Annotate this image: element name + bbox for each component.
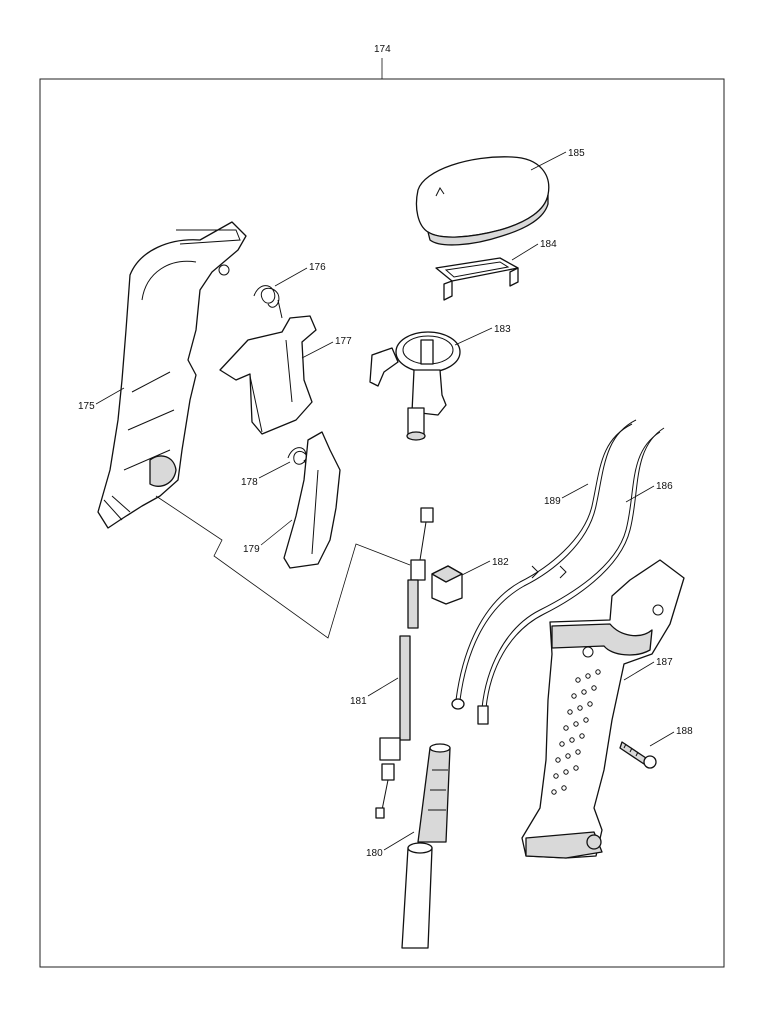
assembly-frame <box>39 78 725 968</box>
switch-183[interactable] <box>369 331 461 441</box>
grip-tube-180[interactable] <box>401 743 451 949</box>
part-label-183: 183 <box>494 324 511 335</box>
housing-half-187[interactable] <box>521 559 685 859</box>
trigger-lever-177[interactable] <box>219 315 317 435</box>
part-label-177: 177 <box>335 336 352 347</box>
part-label-178: 178 <box>241 477 258 488</box>
wire-189[interactable] <box>451 419 637 710</box>
part-label-188: 188 <box>676 726 693 737</box>
part-label-189: 189 <box>544 496 561 507</box>
screw-188[interactable] <box>619 741 657 769</box>
assembly-label: 174 <box>374 44 391 55</box>
part-label-176: 176 <box>309 262 326 273</box>
part-label-186: 186 <box>656 481 673 492</box>
lock-lever-179[interactable] <box>283 431 341 569</box>
part-label-175: 175 <box>78 401 95 412</box>
wire-break-mark <box>531 565 567 579</box>
part-label-181: 181 <box>350 696 367 707</box>
spring-176[interactable] <box>253 285 283 319</box>
bracket-184[interactable] <box>435 257 519 301</box>
housing-half-175[interactable] <box>97 221 247 529</box>
cover-185[interactable] <box>415 156 550 246</box>
part-label-184: 184 <box>540 239 557 250</box>
part-label-185: 185 <box>568 148 585 159</box>
part-label-187: 187 <box>656 657 673 668</box>
part-label-182: 182 <box>492 557 509 568</box>
connector-block-182[interactable] <box>431 565 463 605</box>
wire-186[interactable] <box>477 427 665 725</box>
part-label-180: 180 <box>366 848 383 859</box>
vent-holes <box>551 669 601 795</box>
throttle-cable-181[interactable] <box>375 507 434 819</box>
connection-line <box>155 495 411 639</box>
part-label-179: 179 <box>243 544 260 555</box>
